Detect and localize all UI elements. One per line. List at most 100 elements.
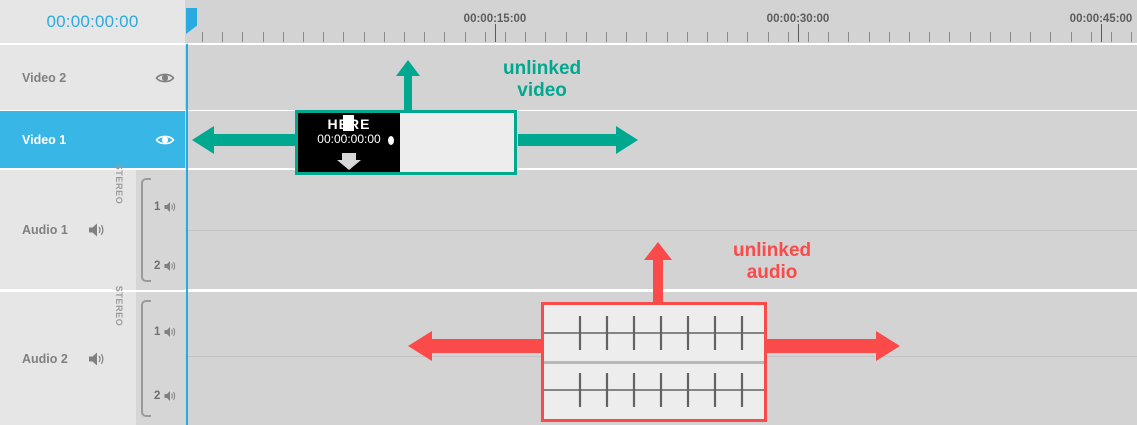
channel-row-2[interactable]: 2 (154, 388, 181, 404)
video-arrow-up (396, 60, 420, 110)
ruler-tick-minor (1050, 32, 1052, 42)
lane-video2[interactable] (185, 45, 1137, 111)
audio-arrow-right (766, 331, 900, 361)
ruler-tick-minor (565, 32, 567, 42)
ruler-tick-minor (464, 32, 466, 42)
channel-brace (141, 300, 151, 417)
ruler-tick-minor (343, 32, 345, 42)
ruler-tick-minor (989, 32, 991, 42)
track-label-video2: Video 2 (22, 70, 67, 85)
ruler-tick-major (1101, 24, 1102, 42)
stereo-label: STEREO (114, 163, 124, 205)
annotation-line-2: video (517, 79, 567, 101)
ruler-tick-minor (949, 32, 951, 42)
ruler-tick-minor (787, 32, 789, 42)
ruler-tick-minor (929, 32, 931, 42)
time-ruler[interactable]: 00:00:15:00 00:00:30:00 00:00:45:00 (185, 0, 1137, 44)
ruler-tick-minor (262, 32, 264, 42)
timecode-display[interactable]: 00:00:00:00 (0, 0, 185, 44)
ruler-tick-minor (323, 32, 325, 42)
waveform-channel-2 (544, 364, 764, 419)
speaker-icon[interactable] (88, 222, 108, 238)
ruler-tick-major (798, 24, 799, 42)
playhead-marker[interactable] (186, 8, 197, 34)
ruler-tick-minor (363, 32, 365, 42)
waveform-separator (544, 361, 764, 364)
speaker-icon[interactable] (164, 326, 178, 338)
annotation-line-1: unlinked (503, 58, 582, 79)
speaker-icon[interactable] (164, 260, 178, 272)
annotation-line-2: audio (746, 261, 798, 283)
ruler-tick-major (495, 24, 496, 42)
speaker-icon[interactable] (164, 390, 178, 402)
channel-number: 1 (154, 326, 161, 338)
ruler-tick-minor (747, 32, 749, 42)
ruler-tick-minor (1010, 32, 1011, 42)
track-header-video2[interactable]: Video 2 (0, 45, 185, 111)
channel-row-1[interactable]: 1 (154, 199, 181, 215)
channel-brace (141, 178, 151, 282)
ruler-tick-minor (666, 32, 668, 42)
channel-row-1[interactable]: 1 (154, 324, 181, 340)
ruler-label: 00:00:15:00 (463, 13, 527, 25)
track-label-video1: Video 1 (22, 132, 67, 147)
clip-thumbnail: HERE 00:00:00:00 (298, 113, 400, 172)
stereo-label: STEREO (114, 285, 124, 327)
ruler-tick-minor (686, 32, 688, 42)
ruler-tick-minor (767, 32, 769, 42)
ruler-tick-minor (1111, 32, 1112, 42)
video-arrow-right (518, 126, 638, 154)
ruler-tick-minor (626, 32, 628, 42)
ruler-tick-minor (545, 32, 547, 42)
slate-down-arrow-icon (337, 153, 361, 170)
speaker-icon[interactable] (88, 351, 108, 367)
ruler-tick-minor (848, 32, 850, 42)
timecode-value: 00:00:00:00 (46, 11, 139, 31)
ruler-tick-minor (202, 32, 203, 42)
track-label-audio1: Audio 1 (22, 222, 68, 237)
ruler-tick-minor (888, 32, 890, 42)
ruler-tick-minor (707, 32, 708, 42)
ruler-tick-minor (1030, 32, 1032, 42)
ruler-tick-minor (727, 32, 729, 42)
ruler-tick-minor (646, 32, 648, 42)
track-header-video1[interactable]: Video 1 (0, 111, 185, 169)
ruler-tick-minor (444, 32, 446, 42)
ruler-tick-minor (969, 32, 971, 42)
eye-icon[interactable] (155, 71, 175, 85)
ruler-tick-minor (424, 32, 426, 42)
video-arrow-left (192, 126, 296, 154)
audio-arrow-up (644, 242, 672, 304)
ruler-label: 00:00:30:00 (766, 13, 830, 25)
ruler-tick-minor (505, 32, 506, 42)
audio-arrow-left (408, 331, 542, 361)
ruler-tick-minor (303, 32, 304, 42)
annotation-unlinked-audio: unlinked audio (733, 240, 811, 284)
ruler-tick-minor (808, 32, 809, 42)
playhead-line (186, 44, 188, 425)
lane-divider-audio1 (185, 230, 1137, 231)
ruler-tick-minor (404, 32, 405, 42)
eye-icon[interactable] (155, 133, 175, 147)
track-label-audio2: Audio 2 (22, 351, 68, 366)
ruler-tick-minor (1131, 32, 1133, 42)
ruler-tick-minor (242, 32, 244, 42)
ruler-label: 00:00:45:00 (1069, 13, 1133, 25)
speaker-icon[interactable] (164, 201, 178, 213)
ruler-tick-minor (1090, 32, 1092, 42)
channel-row-2[interactable]: 2 (154, 258, 181, 274)
ruler-tick-minor (1070, 32, 1072, 42)
waveform-channel-1 (544, 305, 764, 361)
video-clip[interactable]: HERE 00:00:00:00 (295, 110, 517, 175)
slate-timecode: 00:00:00:00 (317, 132, 381, 146)
channel-column-audio2: 1 2 (136, 292, 185, 425)
channel-number: 2 (154, 260, 161, 272)
slate-dot (388, 136, 394, 145)
ruler-tick-minor (909, 32, 910, 42)
stereo-strip-audio1: STEREO (112, 164, 136, 290)
slate-block (343, 115, 354, 131)
ruler-tick-minor (222, 32, 224, 42)
audio-clip[interactable] (541, 302, 767, 422)
ruler-tick-minor (585, 32, 587, 42)
